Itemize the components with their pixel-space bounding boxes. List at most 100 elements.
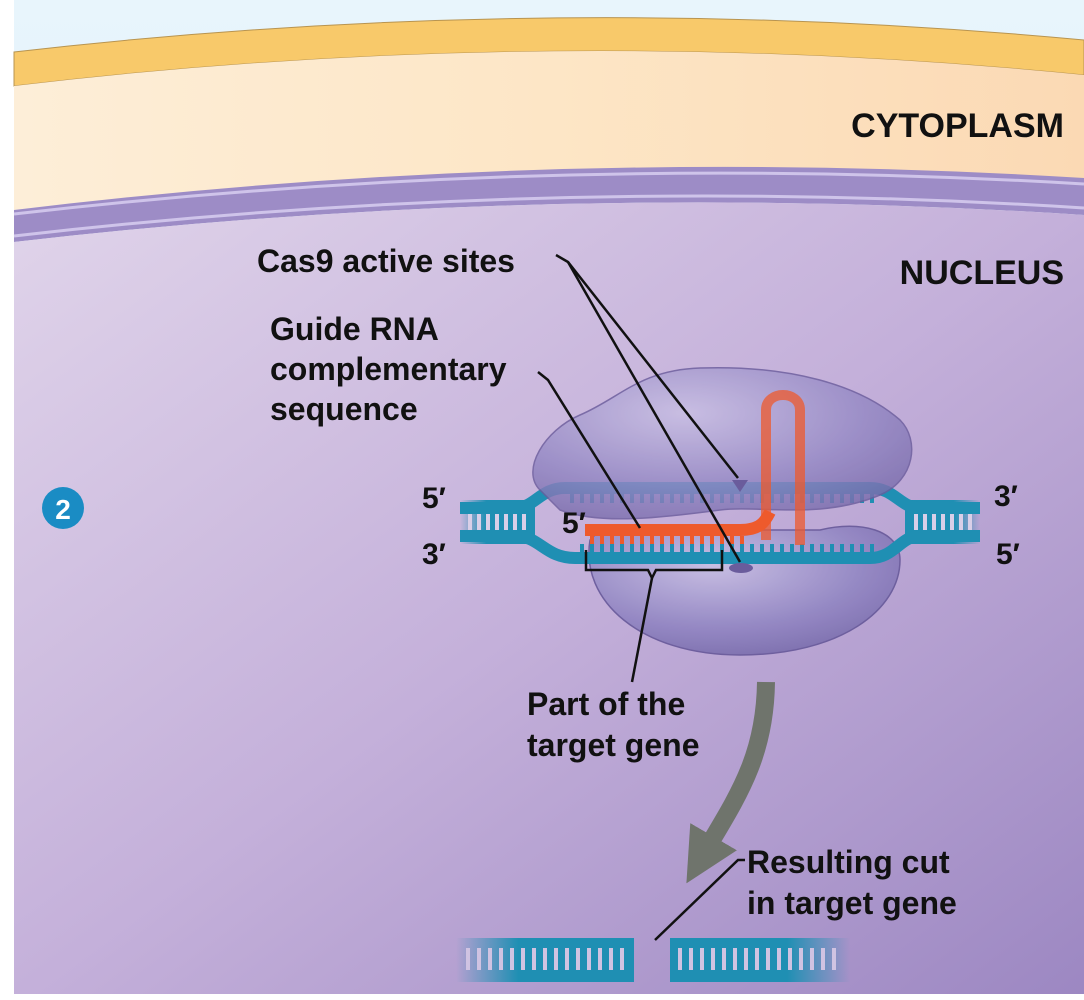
base-pair-gap (521, 948, 525, 970)
base-tooth (760, 544, 764, 553)
right-bottom-end-label: 5′ (996, 538, 1020, 571)
base-pair-gap (522, 514, 526, 530)
base-pair-gap (486, 514, 490, 530)
base-tooth (670, 544, 674, 553)
base-pair-gap (620, 948, 624, 970)
nucleus-region (14, 202, 1084, 1000)
nucleus-label: NUCLEUS (900, 254, 1064, 292)
cytoplasm-label: CYTOPLASM (851, 107, 1064, 145)
base-tooth (720, 544, 724, 553)
cut-dna (456, 938, 850, 982)
base-pair-gap (810, 948, 814, 970)
base-tooth (740, 544, 744, 553)
base-pair-gap (510, 948, 514, 970)
base-pair-gap (477, 514, 481, 530)
cas9-active-site-bottom (729, 563, 753, 573)
base-tooth (580, 544, 584, 553)
base-pair-gap (598, 948, 602, 970)
base-pair-gap (504, 514, 508, 530)
base-tooth (690, 544, 694, 553)
step-badge: 2 (42, 487, 84, 529)
base-pair-gap (495, 514, 499, 530)
base-pair-gap (722, 948, 726, 970)
base-tooth (770, 544, 774, 553)
base-pair-gap (744, 948, 748, 970)
rna-base-tooth (680, 536, 684, 544)
base-pair-gap (488, 948, 492, 970)
base-tooth (750, 544, 754, 553)
right-top-end-label: 3′ (994, 480, 1018, 513)
base-pair-gap (543, 948, 547, 970)
base-pair-gap (711, 948, 715, 970)
cas9-upper-lobe (532, 366, 913, 520)
base-pair-gap (513, 514, 517, 530)
leader-resulting-cut (654, 858, 745, 941)
guide-rna (585, 390, 805, 545)
base-pair-gap (950, 514, 954, 530)
base-pair-gap (914, 514, 918, 530)
guide-rna-label-line2: complementary (270, 351, 507, 387)
resulting-cut-label-line1: Resulting cut (747, 844, 950, 880)
base-pair-gap (689, 948, 693, 970)
leader-guide-rna (537, 371, 642, 529)
base-tooth (850, 544, 854, 553)
base-pair-gap (678, 948, 682, 970)
base-pair-gap (968, 514, 972, 530)
base-pair-gap (700, 948, 704, 970)
base-pair-gap (499, 948, 503, 970)
base-tooth (870, 544, 874, 553)
base-tooth (630, 544, 634, 553)
cas9-active-sites-label: Cas9 active sites (257, 243, 515, 279)
leader-cas9-bottom (566, 261, 742, 563)
base-pair-gap (468, 514, 472, 530)
base-tooth (800, 544, 804, 553)
left-bottom-end-label: 3′ (422, 538, 446, 571)
base-pair-gap (609, 948, 613, 970)
nuclear-envelope-line-inner (13, 194, 1084, 238)
resulting-cut-label-line2: in target gene (747, 885, 957, 921)
rna-base-tooth (610, 536, 614, 544)
base-tooth (810, 544, 814, 553)
base-pair-gap (932, 514, 936, 530)
base-tooth (780, 544, 784, 553)
base-tooth (820, 544, 824, 553)
rna-base-tooth (710, 536, 714, 544)
rna-base-tooth (650, 536, 654, 544)
rna-base-tooth (620, 536, 624, 544)
rna-base-tooth (590, 536, 594, 544)
base-pair-gap (755, 948, 759, 970)
leader-target-gene (630, 577, 654, 683)
process-arrow (686, 681, 775, 884)
base-pair-gap (821, 948, 825, 970)
base-pair-gap (477, 948, 481, 970)
rna-base-tooth (630, 536, 634, 544)
nuclear-envelope-line-outer (13, 171, 1084, 216)
base-pair-gap (788, 948, 792, 970)
base-pair-gap (554, 948, 558, 970)
base-pair-gap (466, 948, 470, 970)
leader-lines (537, 253, 745, 941)
guide-rna-strand (585, 509, 776, 536)
rna-base-tooth (690, 536, 694, 544)
left-margin (0, 0, 14, 1000)
base-tooth (830, 544, 834, 553)
base-pair-gap (777, 948, 781, 970)
left-top-end-label: 5′ (422, 482, 446, 515)
base-tooth (680, 544, 684, 553)
rna-base-tooth (700, 536, 704, 544)
base-tooth (600, 544, 604, 553)
base-tooth (790, 544, 794, 553)
base-pair-gap (941, 514, 945, 530)
rna-base-tooth (720, 536, 724, 544)
guide-rna-end-label: 5′ (562, 507, 586, 540)
base-tooth (700, 544, 704, 553)
base-pair-gap (733, 948, 737, 970)
base-tooth (590, 544, 594, 553)
base-tooth (710, 544, 714, 553)
base-tooth (650, 544, 654, 553)
guide-rna-hairpin (761, 390, 805, 545)
base-pair-gap (766, 948, 770, 970)
rna-base-tooth (730, 536, 734, 544)
base-pair-gap (832, 948, 836, 970)
